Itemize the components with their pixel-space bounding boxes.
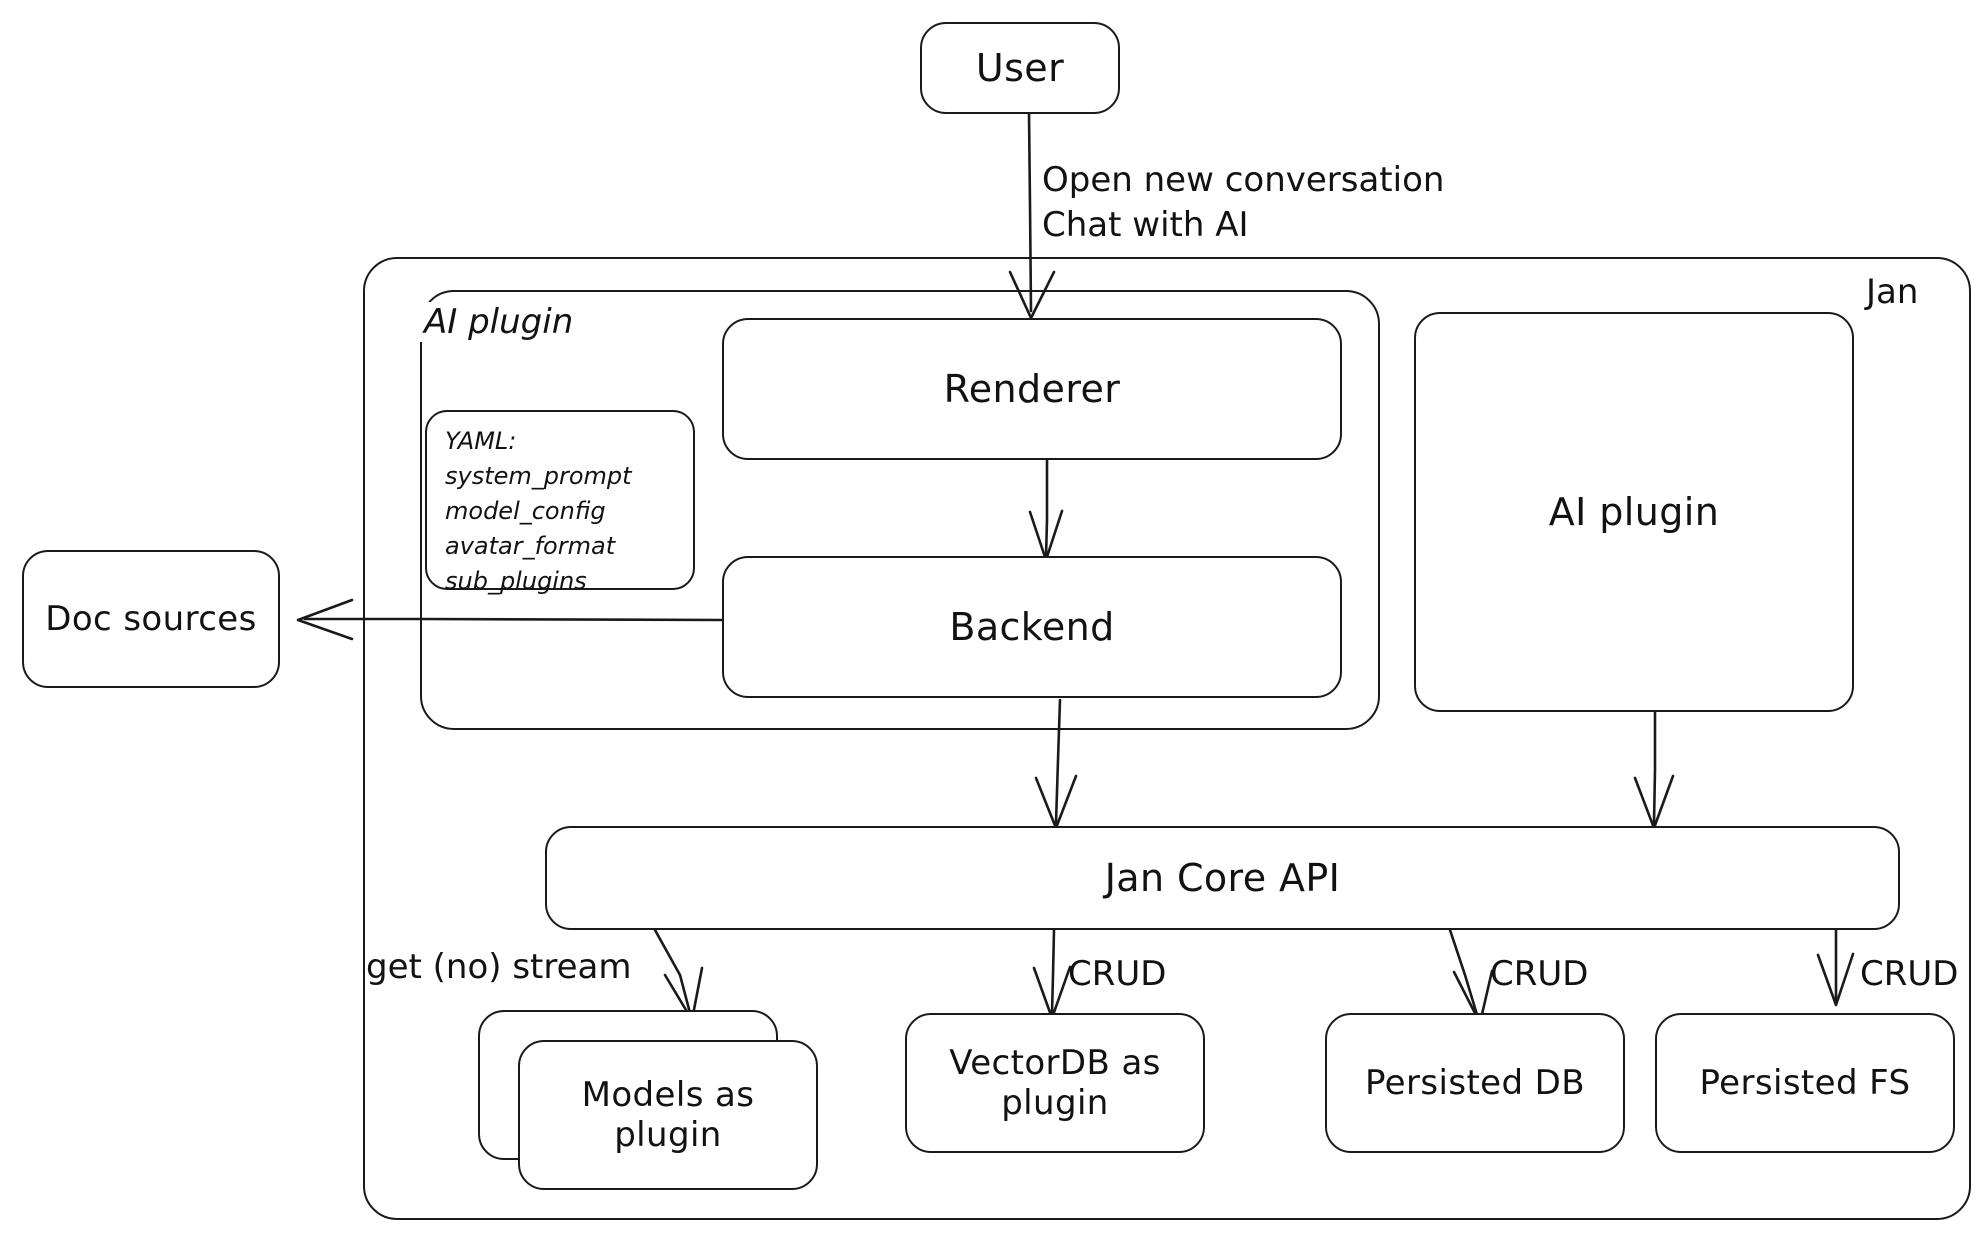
node-user[interactable]: User bbox=[920, 22, 1120, 114]
group-ai-plugin bbox=[420, 290, 1380, 730]
node-renderer[interactable]: Renderer bbox=[722, 318, 1342, 460]
node-persisted-fs[interactable]: Persisted FS bbox=[1655, 1013, 1955, 1153]
edge-label-crud-persisted-db: CRUD bbox=[1490, 954, 1589, 994]
node-backend[interactable]: Backend bbox=[722, 556, 1342, 698]
edge-label-crud-persisted-fs: CRUD bbox=[1860, 954, 1959, 994]
group-jan bbox=[363, 257, 1971, 1220]
edge-label-crud-vectordb: CRUD bbox=[1068, 954, 1167, 994]
node-vectordb-as-plugin[interactable]: VectorDB as plugin bbox=[905, 1013, 1205, 1153]
node-persisted-db[interactable]: Persisted DB bbox=[1325, 1013, 1625, 1153]
edge-label-get-no-stream: get (no) stream bbox=[366, 947, 632, 987]
node-models-as-plugin[interactable]: Models as plugin bbox=[518, 1040, 818, 1190]
group-ai-plugin-label: AI plugin bbox=[420, 302, 578, 342]
edge-label-user-to-renderer: Open new conversation Chat with AI bbox=[1042, 160, 1445, 245]
node-jan-core-api[interactable]: Jan Core API bbox=[545, 826, 1900, 930]
node-doc-sources[interactable]: Doc sources bbox=[22, 550, 280, 688]
group-jan-label: Jan bbox=[1862, 272, 1923, 312]
node-ai-plugin[interactable]: AI plugin bbox=[1414, 312, 1854, 712]
yaml-config-note: YAML: system_prompt model_config avatar_… bbox=[425, 410, 695, 595]
